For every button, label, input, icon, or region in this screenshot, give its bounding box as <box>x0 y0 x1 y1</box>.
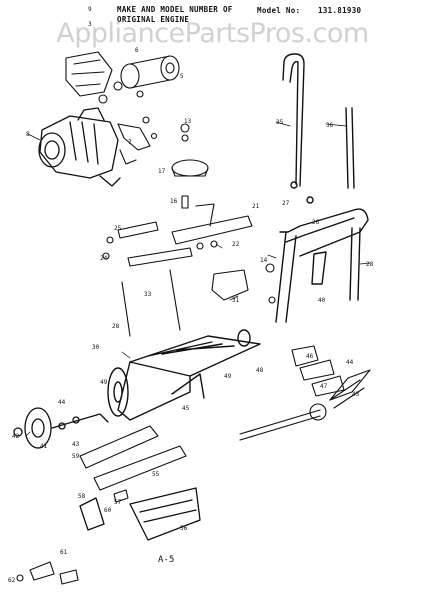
belt-pulley <box>113 55 180 98</box>
svg-text:17: 17 <box>158 168 166 175</box>
engine <box>38 107 121 187</box>
side-linkage <box>102 221 193 337</box>
svg-text:43: 43 <box>72 441 80 448</box>
svg-text:9: 9 <box>88 6 92 13</box>
svg-text:21: 21 <box>252 203 260 210</box>
washer-stack <box>171 123 209 209</box>
svg-text:7: 7 <box>128 139 132 146</box>
engine-note-line2: ORIGINAL ENGINE <box>117 15 190 24</box>
svg-text:59: 59 <box>72 453 80 460</box>
svg-text:56: 56 <box>180 525 188 532</box>
svg-text:14: 14 <box>260 257 268 264</box>
svg-text:41: 41 <box>40 443 48 450</box>
svg-text:62: 62 <box>8 577 16 584</box>
handle-assembly <box>275 53 369 323</box>
auger-housing <box>107 329 261 421</box>
callout-numbers: 9 3 6 5 8 7 35 36 13 17 16 21 27 26 22 14 28 40 2… <box>8 6 374 584</box>
svg-text:31: 31 <box>232 297 240 304</box>
svg-text:40: 40 <box>318 297 326 304</box>
svg-text:3: 3 <box>88 21 92 28</box>
svg-text:49: 49 <box>224 373 232 380</box>
model-label: Model No: <box>257 6 301 15</box>
svg-text:60: 60 <box>104 507 112 514</box>
svg-text:44: 44 <box>346 359 354 366</box>
svg-text:46: 46 <box>306 353 314 360</box>
skid-shoe <box>79 487 201 541</box>
svg-text:48: 48 <box>256 367 264 374</box>
svg-text:16: 16 <box>170 198 178 205</box>
engine-bracket <box>65 51 113 104</box>
drive-sprocket <box>13 407 109 449</box>
svg-text:43: 43 <box>352 391 360 398</box>
idler-bracket <box>171 203 253 250</box>
svg-text:61: 61 <box>60 549 68 556</box>
callout-leaders <box>25 121 371 437</box>
svg-text:25: 25 <box>114 225 122 232</box>
svg-text:13: 13 <box>184 118 192 125</box>
page-label: A-5 <box>158 555 175 565</box>
svg-text:8: 8 <box>26 131 30 138</box>
svg-text:47: 47 <box>320 383 328 390</box>
svg-text:28: 28 <box>366 261 374 268</box>
svg-text:28: 28 <box>112 323 120 330</box>
model-number: 131.81930 <box>318 6 362 15</box>
svg-text:44: 44 <box>58 399 66 406</box>
svg-text:6: 6 <box>135 47 139 54</box>
hardware-kit <box>16 561 79 585</box>
svg-text:36: 36 <box>326 122 334 129</box>
svg-text:55: 55 <box>152 471 160 478</box>
svg-text:26: 26 <box>312 219 320 226</box>
svg-text:58: 58 <box>78 493 86 500</box>
svg-text:24: 24 <box>100 255 108 262</box>
throttle-linkage <box>117 116 158 165</box>
auger-shaft <box>239 379 365 441</box>
svg-text:22: 22 <box>232 241 240 248</box>
svg-text:49: 49 <box>100 379 108 386</box>
svg-text:45: 45 <box>182 405 190 412</box>
svg-text:42: 42 <box>12 433 20 440</box>
svg-text:27: 27 <box>282 200 290 207</box>
engine-note-line1: MAKE AND MODEL NUMBER OF <box>117 5 233 14</box>
svg-text:30: 30 <box>92 344 100 351</box>
svg-text:5: 5 <box>180 73 184 80</box>
scraper-blade <box>79 425 187 503</box>
svg-text:33: 33 <box>144 291 152 298</box>
auger-blades <box>291 345 371 401</box>
svg-text:57: 57 <box>114 499 122 506</box>
svg-text:35: 35 <box>276 119 284 126</box>
pivot-bracket <box>211 263 276 304</box>
